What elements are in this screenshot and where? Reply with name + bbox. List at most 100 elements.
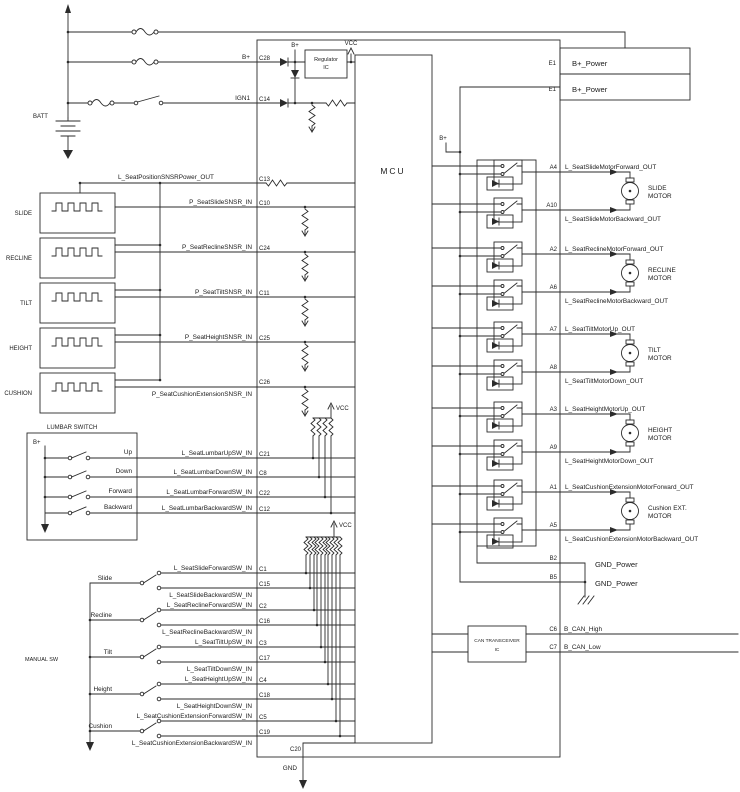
- motor-name-label: MOTOR: [648, 355, 672, 362]
- mcu-label: MCU: [380, 166, 405, 176]
- motor-icon: [621, 333, 639, 373]
- fuse-icon: [131, 28, 159, 36]
- resistor-icon: [310, 417, 316, 437]
- sensor-box: [39, 327, 116, 369]
- regulator-ic-box: [304, 49, 348, 79]
- motor-name-label: MOTOR: [648, 193, 672, 200]
- signal-label: L_SeatLumbarUpSW_IN: [182, 450, 253, 457]
- sensor-name: RECLINE: [6, 256, 32, 262]
- signal-label: L_SeatReclineBackwardSW_IN: [162, 629, 252, 636]
- signal-label: P_SeatCushionExtensionSNSR_IN: [152, 391, 253, 398]
- ground-icon: [41, 524, 49, 533]
- b-plus-node-label: B+: [291, 43, 299, 49]
- pin-label: A4: [550, 165, 558, 171]
- vcc-arrow-icon: [347, 46, 355, 55]
- zener-diode-icon: [290, 70, 300, 79]
- relay-icon: [431, 279, 561, 311]
- signal-label: L_SeatSlideForwardSW_IN: [174, 565, 253, 572]
- relay-icon: [431, 517, 561, 549]
- square-wave-icon: [51, 247, 103, 257]
- switch-name: Tilt: [104, 649, 113, 656]
- pin-label: C19: [259, 730, 271, 736]
- ign-switch-icon: [133, 95, 164, 106]
- fuse-icon: [87, 99, 115, 107]
- relay-bank-box: [476, 159, 537, 547]
- relay-icon: [431, 197, 561, 229]
- relay-b-plus-label: B+: [439, 136, 447, 142]
- signal-label: P_SeatTiltSNSR_IN: [195, 289, 252, 296]
- signal-label: L_SeatTiltUpSW_IN: [195, 639, 252, 646]
- vcc-label: VCC: [336, 406, 349, 412]
- pin-label: A9: [550, 445, 558, 451]
- motor-name-label: MOTOR: [648, 275, 672, 282]
- signal-label: L_SeatCushionExtensionBackwardSW_IN: [132, 740, 252, 747]
- switch-name: Down: [116, 468, 133, 475]
- motor-icon: [621, 253, 639, 293]
- pin-label: C2: [259, 604, 267, 610]
- ground-icon: [299, 780, 307, 789]
- motor-icon: [621, 171, 639, 211]
- can-ic-label: CAN TRANSCEIVER: [474, 638, 520, 644]
- switch-name: Slide: [98, 575, 113, 582]
- resistor-icon: [301, 298, 309, 321]
- switch-name: Up: [124, 449, 133, 456]
- power-label: B+_Power: [572, 85, 608, 94]
- diode-icon: [280, 98, 289, 108]
- gnd-label: GND: [283, 765, 298, 772]
- pin-label: C20: [290, 747, 302, 753]
- pin-label: C10: [259, 201, 271, 207]
- square-wave-icon: [51, 382, 103, 392]
- signal-label: L_SeatTiltDownSW_IN: [187, 666, 252, 673]
- resistor-icon: [301, 208, 309, 231]
- ground-icon: [63, 150, 73, 159]
- battery-label: BATT: [33, 114, 48, 120]
- pin-label: C3: [259, 641, 267, 647]
- pin-label: C22: [259, 491, 271, 497]
- signal-label: L_SeatCushionExtensionForwardSW_IN: [137, 713, 253, 720]
- pin-label: A1: [550, 485, 558, 491]
- sensor-box: [39, 372, 116, 414]
- signal-label: L_SeatPositionSNSRPower_OUT: [118, 174, 214, 181]
- pin-label: C16: [259, 619, 271, 625]
- pin-label: C24: [259, 246, 271, 252]
- relay-icon: [431, 439, 561, 471]
- resistor-icon: [301, 388, 309, 411]
- resistor-icon: [303, 536, 309, 556]
- sensor-name: SLIDE: [15, 211, 32, 217]
- vcc-arrow-icon: [327, 401, 335, 410]
- pin-label: C25: [259, 336, 271, 342]
- motor-name-label: MOTOR: [648, 513, 672, 520]
- signal-label: L_SeatReclineMotorBackward_OUT: [565, 298, 668, 305]
- wires: [44, 12, 739, 781]
- relay-icon: [431, 321, 561, 353]
- pin-label: C14: [259, 97, 271, 103]
- ground-icon: [86, 742, 94, 751]
- module-outline: [256, 39, 561, 758]
- junction-dots: [43, 30, 587, 738]
- pin-label: C21: [259, 452, 271, 458]
- mcu-box: [354, 54, 433, 744]
- signal-label: L_SeatSlideBackwardSW_IN: [169, 592, 252, 599]
- motor-name-label: HEIGHT: [648, 427, 672, 434]
- motor-icon: [621, 491, 639, 531]
- vcc-label: VCC: [339, 523, 352, 529]
- pin-label: C7: [549, 645, 557, 651]
- current-arrow-icons: [610, 169, 618, 533]
- signal-label: P_SeatHeightSNSR_IN: [185, 334, 253, 341]
- sensor-box: [39, 282, 116, 324]
- ign-label: IGN1: [235, 95, 250, 102]
- lumbar-switch-icons: [67, 455, 91, 516]
- signal-label: L_SeatHeightUpSW_IN: [185, 676, 253, 683]
- arrow-up-icon: [65, 4, 71, 13]
- motor-name-label: SLIDE: [648, 185, 666, 192]
- motor-name-label: MOTOR: [648, 435, 672, 442]
- vcc-label: VCC: [345, 41, 358, 47]
- relay-icon: [431, 359, 561, 391]
- signal-label: L_SeatTiltMotorUp_OUT: [565, 326, 635, 333]
- pin-label: A8: [550, 365, 558, 371]
- switch-name: Forward: [109, 488, 133, 495]
- lumbar-title: LUMBAR SWITCH: [47, 425, 97, 431]
- symbols: [41, 4, 639, 789]
